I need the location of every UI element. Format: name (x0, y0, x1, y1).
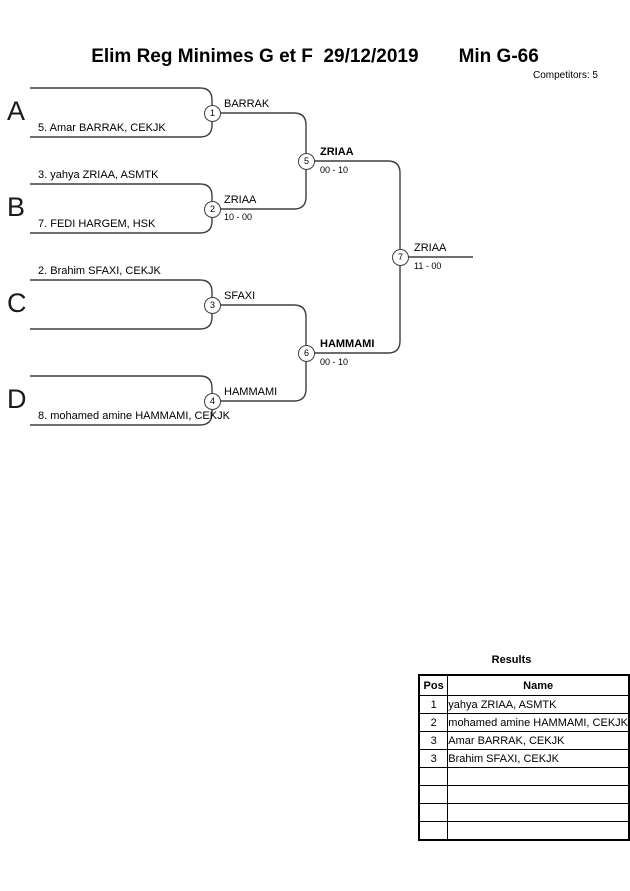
result-name: yahya ZRIAA, ASMTK (447, 695, 630, 714)
player-slot-c-top: 2. Brahim SFAXI, CEKJK (38, 265, 161, 277)
page-title: Elim Reg Minimes G et F 29/12/2019 Min G… (0, 46, 630, 68)
match-1-node: 1 (204, 105, 221, 122)
match-5-winner: ZRIAA (320, 146, 354, 158)
result-name (447, 803, 630, 822)
results-title: Results (491, 654, 532, 666)
match-5-score: 00 - 10 (320, 165, 349, 175)
results-header-name: Name (447, 674, 630, 696)
match-7-score: 11 - 00 (414, 261, 442, 271)
result-name: Brahim SFAXI, CEKJK (447, 749, 630, 768)
match-7-winner: ZRIAA (414, 242, 447, 254)
section-letter-b: B (7, 192, 26, 222)
table-row (418, 821, 630, 841)
player-slot-b-top: 3. yahya ZRIAA, ASMTK (38, 169, 159, 181)
match-3-node: 3 (204, 297, 221, 314)
result-pos: 3 (418, 731, 449, 750)
bracket-connector-path (30, 87, 473, 426)
match-2-score: 10 - 00 (224, 212, 253, 222)
result-name: mohamed amine HAMMAMI, CEKJK (447, 713, 630, 732)
result-pos: 1 (418, 695, 449, 714)
table-row (418, 785, 630, 804)
result-pos (418, 767, 449, 786)
player-slot-a-bottom: 5. Amar BARRAK, CEKJK (38, 122, 166, 134)
result-pos (418, 821, 449, 841)
match-7-node: 7 (392, 249, 409, 266)
match-6-node: 6 (298, 345, 315, 362)
result-name (447, 821, 630, 841)
title-event: Elim Reg Minimes G et F 29/12/2019 (91, 46, 419, 67)
section-letter-d: D (7, 384, 27, 414)
result-pos: 2 (418, 713, 449, 732)
match-6-winner: HAMMAMI (320, 338, 375, 350)
result-pos: 3 (418, 749, 449, 768)
title-category: Min G-66 (458, 46, 539, 67)
match-5-node: 5 (298, 153, 315, 170)
result-name: Amar BARRAK, CEKJK (447, 731, 630, 750)
match-4-node: 4 (204, 393, 221, 410)
match-6-score: 00 - 10 (320, 357, 349, 367)
player-slot-b-bottom: 7. FEDI HARGEM, HSK (38, 218, 156, 230)
table-row (418, 767, 630, 786)
match-4-winner: HAMMAMI (224, 386, 278, 398)
player-slot-d-bottom: 8. mohamed amine HAMMAMI, CEKJK (38, 410, 230, 422)
results-header-row: Pos Name (418, 674, 630, 696)
match-2-winner: ZRIAA (224, 194, 257, 206)
result-name (447, 767, 630, 786)
match-2-node: 2 (204, 201, 221, 218)
result-pos (418, 785, 449, 804)
competitors-count: Competitors: 5 (532, 70, 598, 81)
section-letter-a: A (7, 96, 26, 126)
match-1-winner: BARRAK (224, 98, 270, 110)
results-header-pos: Pos (418, 674, 449, 696)
match-3-winner: SFAXI (224, 290, 256, 302)
section-letter-c: C (7, 288, 27, 318)
result-pos (418, 803, 449, 822)
table-row (418, 803, 630, 822)
result-name (447, 785, 630, 804)
